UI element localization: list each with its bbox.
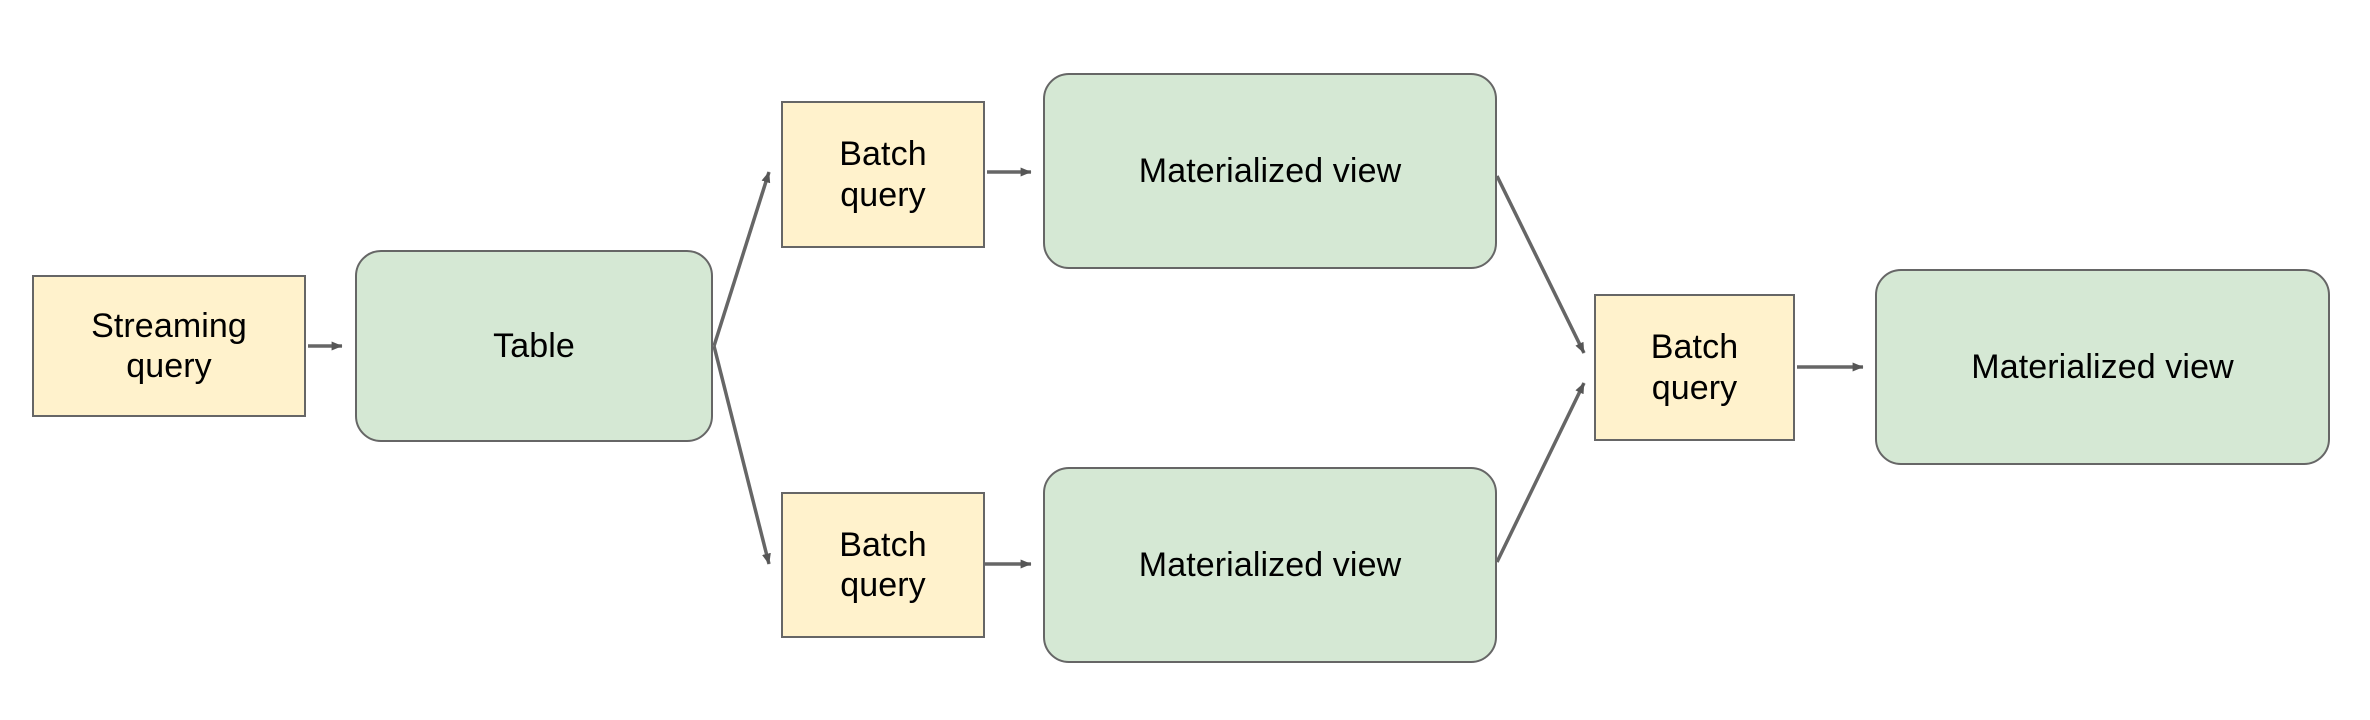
node-streaming-query[interactable]: Streaming query [32, 275, 306, 417]
node-materialized-view-final-label: Materialized view [1971, 347, 2234, 386]
node-batch-query-center-label: Batch query [1650, 328, 1739, 407]
node-materialized-view-top[interactable]: Materialized view [1043, 73, 1497, 269]
edge-materialized-view-bottom-to-batch-query-center [1495, 382, 1586, 563]
node-batch-query-top-label: Batch query [839, 135, 927, 214]
node-batch-query-top[interactable]: Batch query [781, 101, 985, 248]
node-materialized-view-final[interactable]: Materialized view [1875, 269, 2330, 465]
edge-table-to-batch-query-top [712, 171, 771, 347]
node-batch-query-bottom[interactable]: Batch query [781, 492, 985, 638]
node-streaming-query-label: Streaming query [91, 306, 247, 385]
node-materialized-view-bottom[interactable]: Materialized view [1043, 467, 1497, 663]
node-materialized-view-bottom-label: Materialized view [1138, 545, 1402, 584]
node-batch-query-bottom-label: Batch query [839, 525, 927, 604]
node-batch-query-center[interactable]: Batch query [1594, 294, 1795, 441]
node-table[interactable]: Table [355, 250, 713, 442]
node-materialized-view-top-label: Materialized view [1138, 151, 1402, 190]
node-table-label: Table [493, 326, 575, 365]
edge-table-to-batch-query-bottom [712, 345, 771, 565]
edge-materialized-view-top-to-batch-query-center [1495, 175, 1586, 354]
